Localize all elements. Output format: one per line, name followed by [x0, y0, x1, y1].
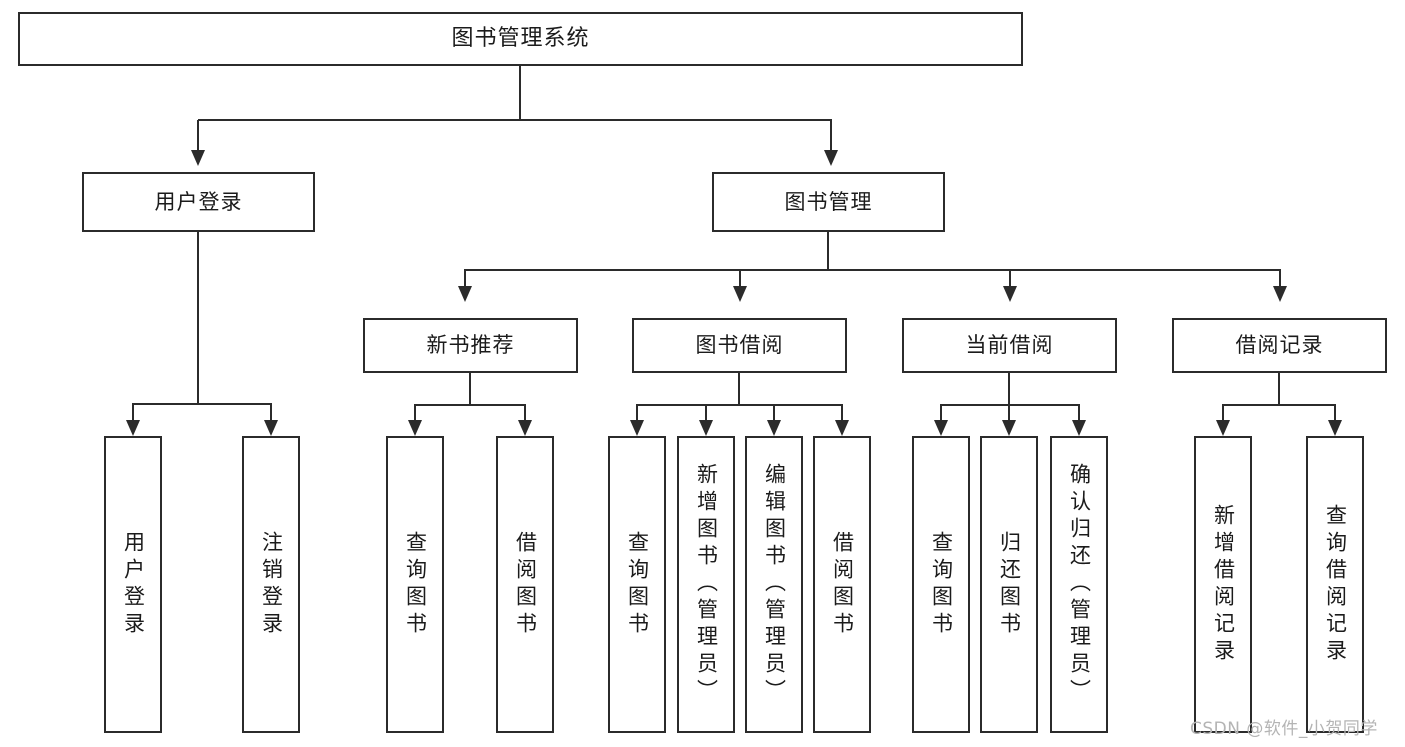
connector-book-borrow-drop-1	[636, 405, 638, 422]
node-leaf-query-book-1-label: 查询图书	[403, 530, 428, 639]
arrowhead-leaf-query-book-2	[630, 420, 644, 436]
connector-book-borrow-stem	[738, 373, 740, 405]
connector-current-borrow-stem	[1008, 373, 1010, 405]
node-leaf-borrow-book-1-label: 借阅图书	[513, 530, 538, 639]
node-leaf-query-record[interactable]: 查询借阅记录	[1306, 436, 1364, 733]
node-leaf-add-record-label: 新增借阅记录	[1211, 503, 1236, 666]
connector-to-book-borrow	[739, 270, 741, 288]
connector-borrow-record-drop-2	[1334, 405, 1336, 422]
connector-current-borrow-bar	[940, 404, 1080, 406]
node-leaf-return-book[interactable]: 归还图书	[980, 436, 1038, 733]
node-user-login[interactable]: 用户登录	[82, 172, 315, 232]
connector-to-user-login	[197, 120, 199, 150]
connector-user-login-bar	[132, 403, 272, 405]
node-leaf-add-book-label: 新增图书（管理员）	[694, 463, 719, 706]
arrowhead-to-current-borrow	[1003, 286, 1017, 302]
connector-current-borrow-drop-3	[1078, 405, 1080, 422]
node-leaf-add-record[interactable]: 新增借阅记录	[1194, 436, 1252, 733]
node-user-login-label: 用户登录	[154, 189, 243, 214]
connector-new-book-recommend-drop-1	[414, 405, 416, 422]
connector-book-borrow-drop-4	[841, 405, 843, 422]
connector-root-stem	[519, 66, 521, 120]
connector-new-book-recommend-drop-2	[524, 405, 526, 422]
connector-borrow-record-bar	[1222, 404, 1336, 406]
node-leaf-user-login[interactable]: 用户登录	[104, 436, 162, 733]
node-root-label: 图书管理系统	[451, 26, 590, 52]
connector-borrow-record-drop-1	[1222, 405, 1224, 422]
node-leaf-edit-book[interactable]: 编辑图书（管理员）	[745, 436, 803, 733]
node-leaf-borrow-book-2-label: 借阅图书	[830, 530, 855, 639]
node-borrow-record[interactable]: 借阅记录	[1172, 318, 1387, 373]
connector-to-borrow-record	[1279, 270, 1281, 288]
arrowhead-to-user-login	[191, 150, 205, 166]
node-book-borrow[interactable]: 图书借阅	[632, 318, 847, 373]
arrowhead-leaf-return-book	[1002, 420, 1016, 436]
arrowhead-to-book-borrow	[733, 286, 747, 302]
arrowhead-leaf-edit-book	[767, 420, 781, 436]
csdn-watermark: CSDN @软件_小贺同学	[1190, 719, 1378, 739]
connector-book-manage-stem	[827, 232, 829, 270]
node-current-borrow-label: 当前借阅	[965, 333, 1054, 358]
connector-user-login-drop-1	[132, 404, 134, 422]
connector-book-borrow-bar	[636, 404, 843, 406]
connector-user-login-drop-2	[270, 404, 272, 422]
connector-level2-bar	[198, 119, 832, 121]
node-leaf-query-book-2[interactable]: 查询图书	[608, 436, 666, 733]
node-book-manage[interactable]: 图书管理	[712, 172, 945, 232]
connector-user-login-stem	[197, 232, 199, 404]
arrowhead-leaf-user-login	[126, 420, 140, 436]
arrowhead-leaf-query-book-1	[408, 420, 422, 436]
node-new-book-recommend-label: 新书推荐	[426, 333, 515, 358]
node-new-book-recommend[interactable]: 新书推荐	[363, 318, 578, 373]
connector-new-book-recommend-stem	[469, 373, 471, 405]
arrowhead-leaf-add-record	[1216, 420, 1230, 436]
arrowhead-leaf-confirm-return	[1072, 420, 1086, 436]
node-root[interactable]: 图书管理系统	[18, 12, 1023, 66]
arrowhead-leaf-query-book-3	[934, 420, 948, 436]
connector-book-borrow-drop-3	[773, 405, 775, 422]
connector-level3-bar	[464, 269, 1281, 271]
node-leaf-confirm-return[interactable]: 确认归还（管理员）	[1050, 436, 1108, 733]
node-book-borrow-label: 图书借阅	[695, 333, 784, 358]
node-leaf-query-record-label: 查询借阅记录	[1323, 503, 1348, 666]
arrowhead-leaf-borrow-book-1	[518, 420, 532, 436]
node-leaf-return-book-label: 归还图书	[997, 530, 1022, 639]
node-borrow-record-label: 借阅记录	[1235, 333, 1324, 358]
connector-to-book-manage	[830, 120, 832, 150]
node-book-manage-label: 图书管理	[784, 189, 873, 214]
node-leaf-add-book[interactable]: 新增图书（管理员）	[677, 436, 735, 733]
node-leaf-user-logout-label: 注销登录	[259, 530, 284, 639]
arrowhead-to-new-book-recommend	[458, 286, 472, 302]
node-leaf-query-book-3-label: 查询图书	[929, 530, 954, 639]
connector-book-borrow-drop-2	[705, 405, 707, 422]
node-leaf-query-book-3[interactable]: 查询图书	[912, 436, 970, 733]
node-leaf-edit-book-label: 编辑图书（管理员）	[762, 463, 787, 706]
node-leaf-borrow-book-2[interactable]: 借阅图书	[813, 436, 871, 733]
node-current-borrow[interactable]: 当前借阅	[902, 318, 1117, 373]
connector-current-borrow-drop-2	[1008, 405, 1010, 422]
connector-to-new-book-recommend	[464, 270, 466, 288]
node-leaf-query-book-2-label: 查询图书	[625, 530, 650, 639]
connector-new-book-recommend-bar	[414, 404, 526, 406]
node-leaf-query-book-1[interactable]: 查询图书	[386, 436, 444, 733]
arrowhead-to-borrow-record	[1273, 286, 1287, 302]
connector-current-borrow-drop-1	[940, 405, 942, 422]
arrowhead-leaf-user-logout	[264, 420, 278, 436]
connector-borrow-record-stem	[1278, 373, 1280, 405]
arrowhead-to-book-manage	[824, 150, 838, 166]
node-leaf-user-login-label: 用户登录	[121, 530, 146, 639]
node-leaf-borrow-book-1[interactable]: 借阅图书	[496, 436, 554, 733]
node-leaf-user-logout[interactable]: 注销登录	[242, 436, 300, 733]
node-leaf-confirm-return-label: 确认归还（管理员）	[1067, 463, 1092, 706]
arrowhead-leaf-borrow-book-2	[835, 420, 849, 436]
arrowhead-leaf-add-book	[699, 420, 713, 436]
connector-to-current-borrow	[1009, 270, 1011, 288]
arrowhead-leaf-query-record	[1328, 420, 1342, 436]
